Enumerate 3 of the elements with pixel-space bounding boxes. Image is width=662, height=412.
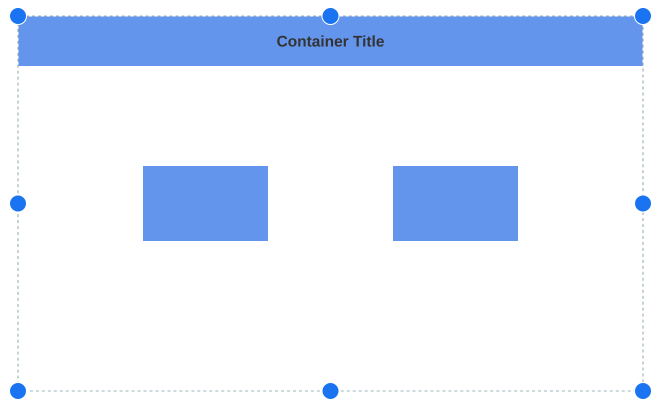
container-box: Container Title <box>18 16 644 392</box>
empty-box <box>143 166 268 241</box>
empty-box <box>393 166 518 241</box>
